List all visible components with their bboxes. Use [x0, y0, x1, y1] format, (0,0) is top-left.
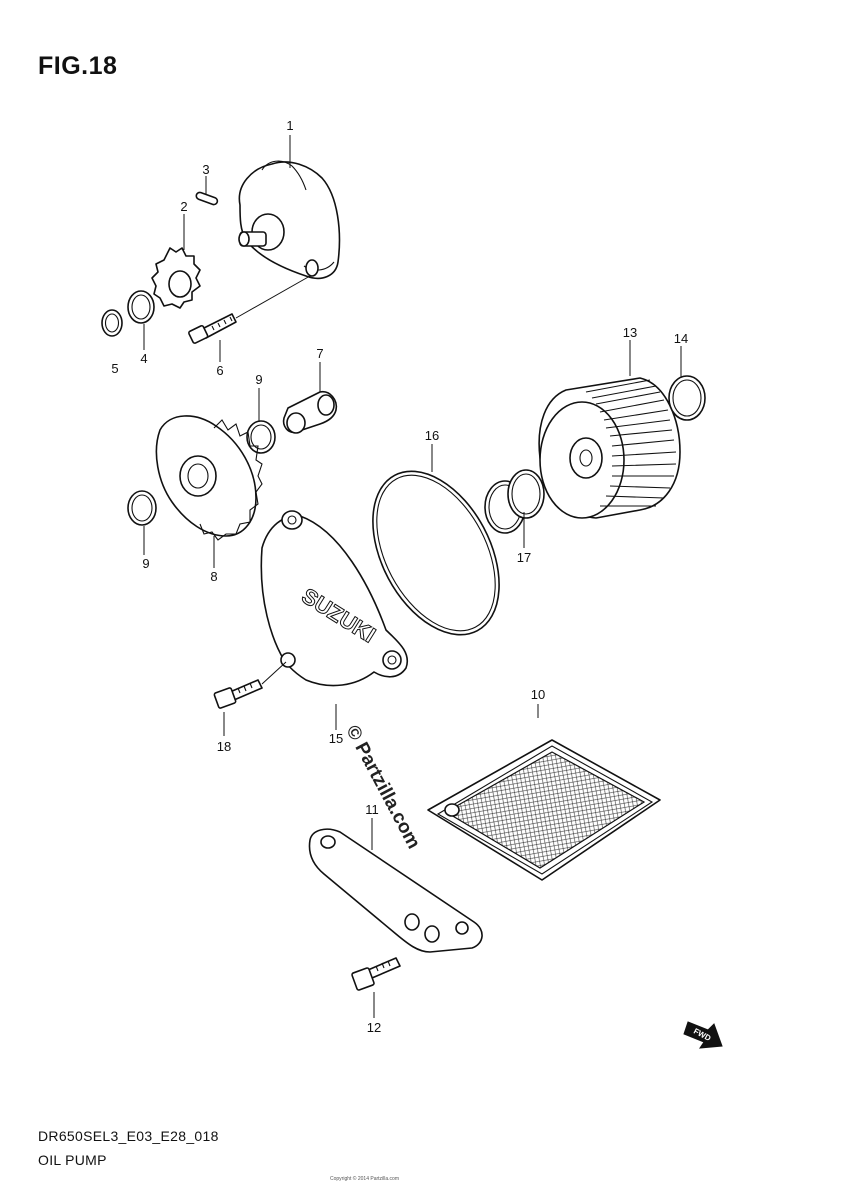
small-o-ring-part[interactable]	[484, 469, 545, 534]
pump-driven-gear-part[interactable]	[151, 247, 201, 309]
pump-pin-part[interactable]	[195, 191, 219, 206]
callout-17: 17	[517, 550, 531, 565]
figure-title: FIG.18	[38, 52, 118, 80]
large-o-ring-part[interactable]	[347, 450, 525, 656]
callout-16: 16	[425, 428, 439, 443]
cap-bolt-part[interactable]	[213, 661, 287, 709]
callout-11: 11	[365, 802, 379, 817]
plate-bolt-part[interactable]	[351, 957, 401, 991]
oil-strainer-part[interactable]	[427, 739, 661, 881]
callout-15: 15	[329, 731, 343, 746]
circlip-part-9-upper[interactable]	[246, 420, 276, 454]
diagram-code: DR650SEL3_E03_E28_018	[38, 1128, 219, 1144]
oil-filter-part[interactable]	[538, 377, 681, 519]
callout-18: 18	[217, 739, 231, 754]
callout-8: 7	[316, 346, 323, 361]
strainer-plate-part[interactable]	[308, 828, 483, 953]
callout-3: 3	[202, 162, 209, 177]
callout-4: 4	[140, 351, 147, 366]
callout-9-lower: 9	[142, 556, 149, 571]
oil-pump-body-part[interactable]	[238, 160, 341, 280]
filter-o-ring-part[interactable]	[668, 375, 706, 421]
callout-6: 6	[216, 363, 223, 378]
pump-drive-gear-part[interactable]	[155, 415, 263, 541]
oil-filter-cap-part[interactable]: SUZUKI	[260, 510, 409, 687]
callout-10: 10	[531, 687, 545, 702]
washer-part-4[interactable]	[127, 290, 155, 324]
callout-13: 13	[623, 325, 637, 340]
callout-7: 8	[210, 569, 217, 584]
pump-shaft-part[interactable]	[282, 390, 338, 434]
leader-lines	[143, 135, 682, 1018]
callout-2: 2	[180, 199, 187, 214]
callout-labels: 1 3 2 4 5 6 7 9 8 9 16 13 14 17 10 11 12…	[111, 118, 688, 1035]
circlip-part-9-lower[interactable]	[127, 490, 157, 526]
diagram-name: OIL PUMP	[38, 1152, 107, 1168]
copyright-footer: Copyright © 2014 Partzilla.com	[330, 1176, 399, 1182]
callout-9-upper: 9	[255, 372, 262, 387]
fwd-arrow-icon: FWD	[683, 1021, 723, 1049]
callout-12: 12	[367, 1020, 381, 1035]
callout-5: 5	[111, 361, 118, 376]
circlip-part-5[interactable]	[101, 309, 123, 337]
callout-1: 1	[286, 118, 293, 133]
callout-14: 14	[674, 331, 688, 346]
bolt-part-6[interactable]	[188, 275, 311, 344]
